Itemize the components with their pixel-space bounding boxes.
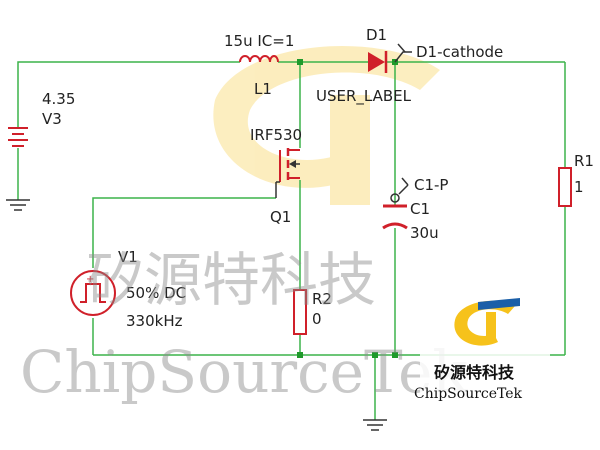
logo-chinese-text: 矽源特科技: [434, 363, 515, 382]
r2-ref-label: R2: [312, 290, 332, 308]
r1-value-label: 1: [574, 178, 584, 196]
logo-swoosh-icon: [454, 300, 515, 346]
logo-watermark-swoosh: [213, 45, 440, 205]
q1-value-label: IRF530: [250, 126, 302, 144]
c1-ref-label: C1: [410, 200, 430, 218]
c1-p-probe-icon[interactable]: [390, 177, 409, 203]
v3-ref-label: V3: [42, 110, 62, 128]
l1-ref-label: L1: [254, 80, 272, 98]
user-label: USER_LABEL: [316, 87, 412, 106]
r1-ref-label: R1: [574, 152, 594, 170]
ground-symbol-v3: [6, 199, 30, 211]
watermark-chinese-text: 矽源特科技: [86, 246, 376, 314]
ground-symbol-main: [363, 419, 387, 431]
v1-freq-label: 330kHz: [126, 312, 183, 330]
svg-text:+: +: [86, 274, 94, 285]
wires: [17, 61, 566, 420]
d1-cathode-probe-label: D1-cathode: [416, 43, 503, 61]
r1-resistor-symbol[interactable]: [558, 167, 572, 207]
q1-ref-label: Q1: [270, 208, 291, 226]
l1-inductor-symbol[interactable]: [239, 55, 279, 63]
q1-mosfet-symbol[interactable]: [275, 148, 300, 198]
watermark-english-text: ChipSourceTek: [20, 338, 468, 406]
c1-value-label: 30u: [410, 224, 439, 242]
d1-ref-label: D1: [366, 26, 387, 44]
r2-value-label: 0: [312, 310, 322, 328]
r2-resistor-symbol[interactable]: [293, 289, 307, 335]
l1-value-label: 15u IC=1: [224, 32, 294, 50]
logo-english-text: ChipSourceTek: [414, 386, 523, 402]
v1-duty-label: 50% DC: [126, 284, 186, 302]
c1-p-probe-label: C1-P: [414, 176, 448, 194]
d1-diode-symbol[interactable]: [368, 51, 388, 73]
company-logo: 矽源特科技 ChipSourceTek: [414, 290, 550, 402]
c1-capacitor-symbol[interactable]: [382, 204, 408, 230]
v3-value-label: 4.35: [42, 90, 75, 108]
v1-pulse-source-symbol[interactable]: +: [70, 270, 116, 316]
v3-battery-symbol[interactable]: [8, 127, 28, 147]
v1-ref-label: V1: [118, 248, 138, 266]
d1-cathode-probe-icon[interactable]: [394, 43, 412, 63]
